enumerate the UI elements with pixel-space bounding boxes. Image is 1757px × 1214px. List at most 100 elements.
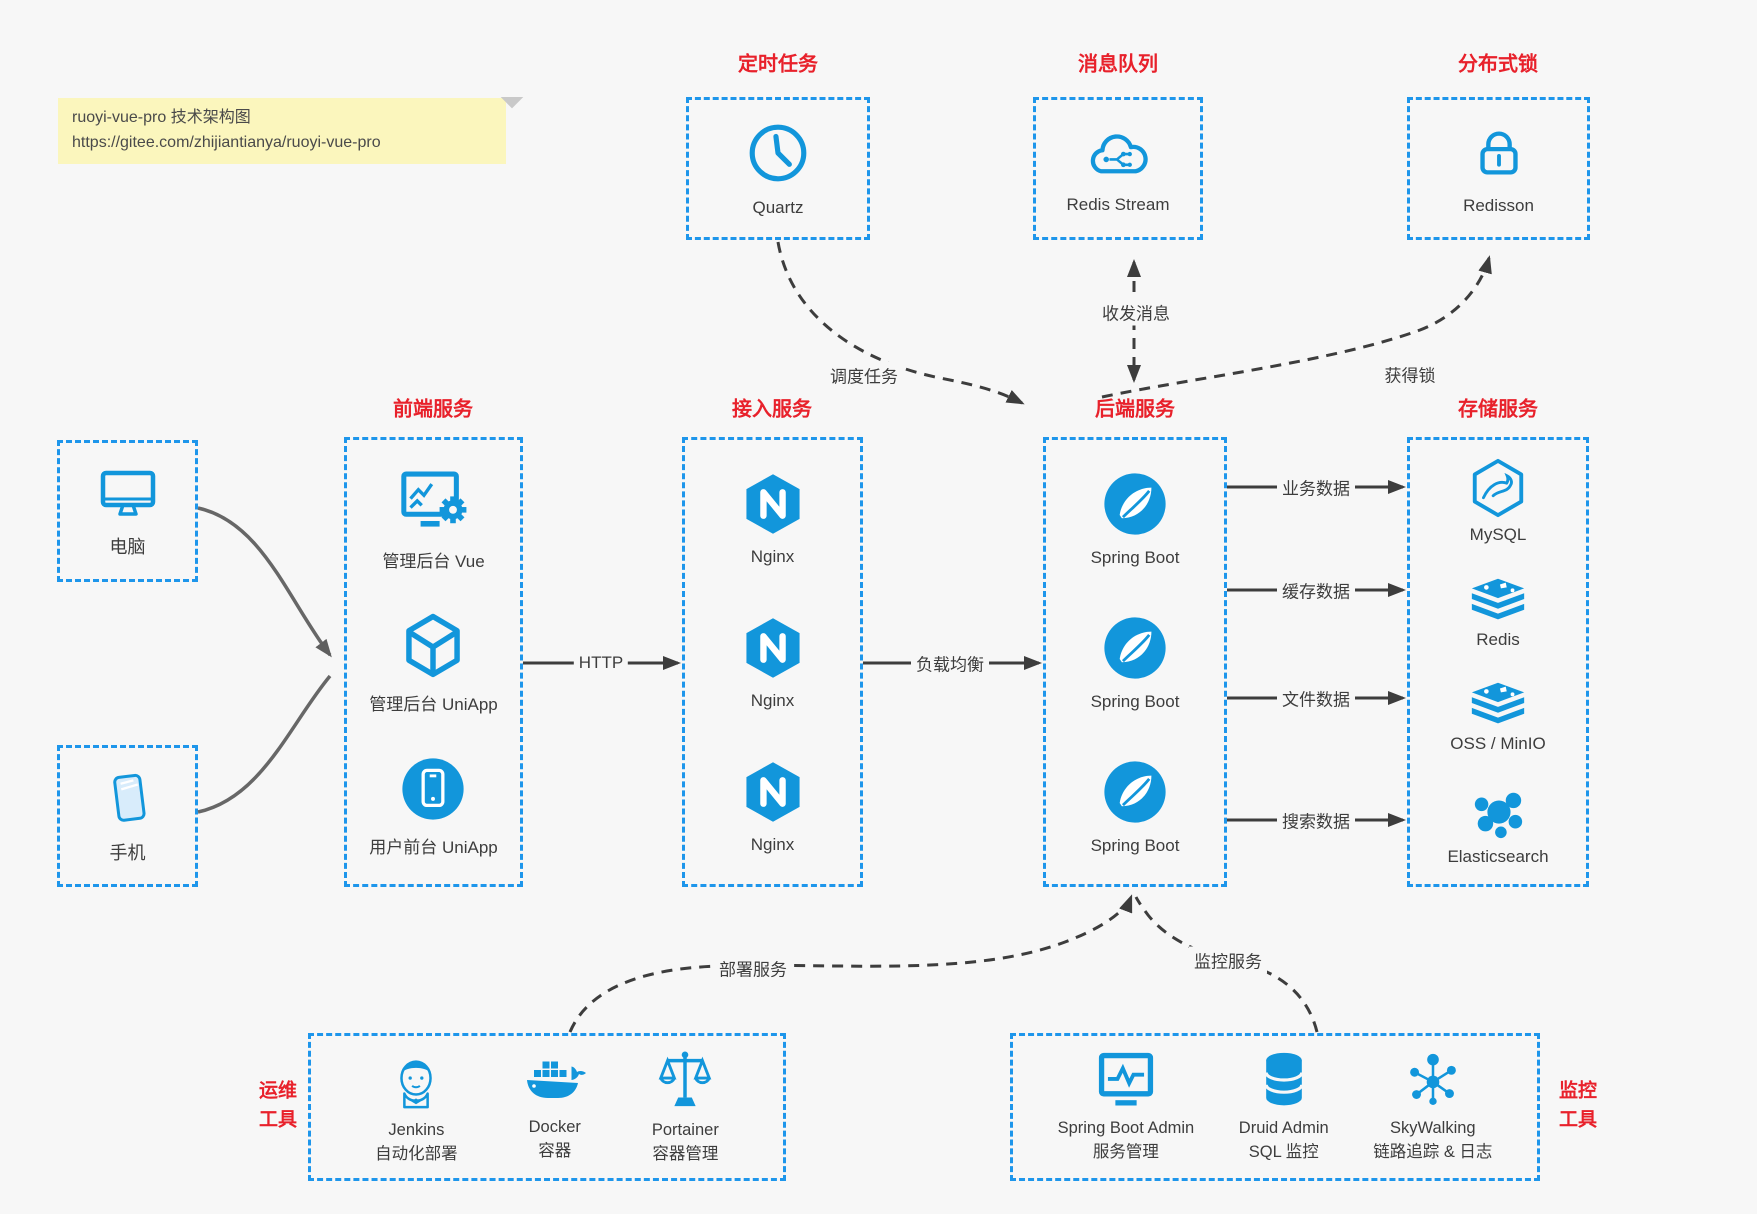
spring-boot-icon — [1100, 613, 1170, 683]
node-label: 电脑 — [109, 537, 146, 557]
elasticsearch-icon — [1467, 785, 1529, 841]
edge-label-business-data: 业务数据 — [1277, 473, 1355, 501]
storage-services-box: MySQL Redis OSS / MinIO Elasticsearch — [1407, 437, 1589, 887]
mobile-icon — [98, 767, 158, 829]
desktop-icon — [95, 463, 161, 523]
edge-label-search-data: 搜索数据 — [1277, 806, 1355, 834]
cloud-stream-icon — [1083, 123, 1153, 183]
title-gateway: 接入服务 — [732, 398, 812, 421]
node-user-uniapp: 用户前台 UniApp — [369, 754, 498, 858]
node-pc-client: 电脑 — [57, 440, 198, 582]
docker-whale-icon — [522, 1050, 588, 1110]
sticky-note: ruoyi-vue-pro 技术架构图 https://gitee.com/zh… — [58, 85, 524, 164]
node-admin-uniapp: 管理后台 UniApp — [369, 611, 498, 715]
node-label: Elasticsearch — [1447, 846, 1549, 866]
node-nginx-1: Nginx — [739, 470, 807, 567]
node-label: Nginx — [750, 834, 795, 854]
node-label: Redis Stream — [1066, 194, 1170, 214]
oss-stack-icon — [1467, 680, 1529, 728]
note-fold-corner — [500, 85, 524, 109]
note-url: https://gitee.com/zhijiantianya/ruoyi-vu… — [72, 133, 381, 151]
edge-label-send-receive: 收发消息 — [1097, 298, 1175, 326]
node-nginx-2: Nginx — [739, 614, 807, 711]
gateway-services-box: Nginx Nginx Nginx — [682, 437, 863, 887]
note-title: ruoyi-vue-pro 技术架构图 — [72, 109, 251, 126]
edge-label-cache-data: 缓存数据 — [1277, 576, 1355, 604]
redis-stack-icon — [1467, 576, 1529, 624]
node-springboot-2: Spring Boot — [1090, 613, 1180, 712]
node-label: Nginx — [750, 546, 795, 566]
edge-deploy-service — [568, 894, 1133, 1033]
node-label: 手机 — [109, 843, 146, 863]
mysql-icon — [1467, 457, 1529, 519]
admin-dashboard-icon — [396, 466, 472, 538]
node-label: Redis — [1476, 629, 1520, 649]
node-redis: Redis — [1467, 576, 1529, 650]
title-mq: 消息队列 — [1078, 53, 1158, 76]
node-label: Spring Boot — [1090, 691, 1180, 711]
nginx-icon — [739, 614, 807, 682]
node-label: Spring Boot — [1090, 835, 1180, 855]
spring-boot-icon — [1100, 469, 1170, 539]
node-oss-minio: OSS / MinIO — [1450, 680, 1546, 754]
edge-label-load-balance: 负载均衡 — [911, 649, 989, 677]
node-label: 管理后台 UniApp — [369, 694, 498, 714]
edge-pc-to-frontend — [197, 506, 332, 658]
node-label: Redisson — [1463, 195, 1534, 215]
node-redisson: Redisson — [1407, 97, 1590, 240]
jenkins-icon — [385, 1047, 447, 1113]
node-springboot-1: Spring Boot — [1090, 469, 1180, 568]
title-lock: 分布式锁 — [1458, 53, 1538, 76]
title-frontend: 前端服务 — [393, 398, 473, 421]
node-label: Spring Boot — [1090, 547, 1180, 567]
edge-phone-to-frontend — [197, 674, 332, 814]
user-app-icon — [398, 754, 468, 824]
portainer-scales-icon — [654, 1047, 716, 1113]
node-label: 管理后台 Vue — [382, 551, 485, 571]
edge-label-file-data: 文件数据 — [1277, 684, 1355, 712]
backend-services-box: Spring Boot Spring Boot Spring Boot — [1043, 437, 1227, 887]
edge-label-schedule-task: 调度任务 — [825, 361, 903, 389]
edge-label-deploy: 部署服务 — [714, 954, 792, 982]
frontend-services-box: 管理后台 Vue 管理后台 UniApp 用户前台 UniApp — [344, 437, 523, 887]
title-storage: 存储服务 — [1458, 398, 1538, 421]
node-label: MySQL — [1469, 525, 1527, 545]
node-springboot-3: Spring Boot — [1090, 757, 1180, 856]
node-label: Quartz — [752, 197, 804, 217]
node-nginx-3: Nginx — [739, 758, 807, 855]
ops-tools-title: 运维 工具 — [258, 1080, 298, 1131]
title-backend: 后端服务 — [1095, 398, 1175, 421]
node-mysql: MySQL — [1467, 457, 1529, 545]
uniapp-cube-icon — [398, 611, 468, 681]
trace-graph-icon — [1402, 1049, 1464, 1111]
node-phone-client: 手机 — [57, 745, 198, 887]
database-icon — [1254, 1049, 1314, 1111]
spring-boot-icon — [1100, 757, 1170, 827]
nginx-icon — [739, 758, 807, 826]
edge-label-http: HTTP — [573, 652, 629, 674]
node-quartz: Quartz — [686, 97, 870, 240]
node-label: 用户前台 UniApp — [369, 838, 498, 858]
node-label: Nginx — [750, 690, 795, 710]
edge-label-monitor: 监控服务 — [1189, 946, 1267, 974]
title-scheduler: 定时任务 — [738, 53, 818, 76]
node-label: OSS / MinIO — [1450, 734, 1546, 754]
clock-icon — [745, 120, 811, 186]
monitoring-tools-title: 监控 工具 — [1558, 1080, 1598, 1131]
nginx-icon — [739, 470, 807, 538]
node-redis-stream: Redis Stream — [1033, 97, 1203, 240]
